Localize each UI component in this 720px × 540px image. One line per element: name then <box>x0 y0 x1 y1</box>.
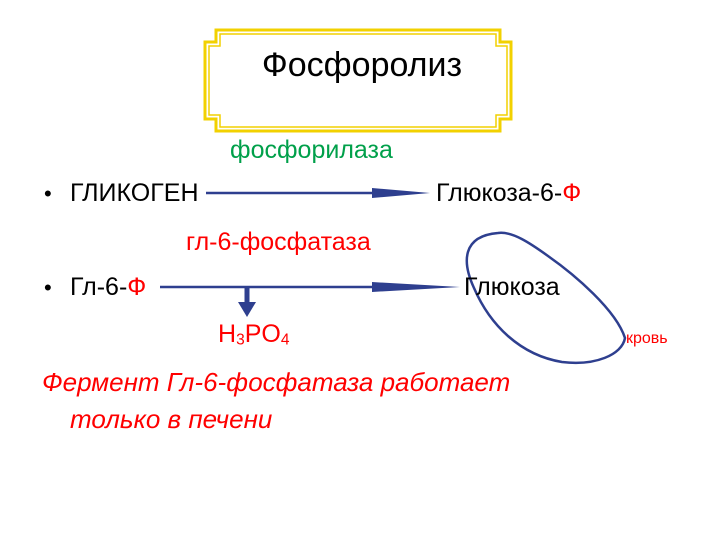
reaction2-product: Глюкоза <box>464 273 560 301</box>
reaction1-arrow-head <box>372 188 430 198</box>
enzyme-g6pase: гл-6-фосфатаза <box>186 228 371 256</box>
title-frame-inner <box>208 33 508 128</box>
enzyme-phosphorylase: фосфорилаза <box>230 136 393 164</box>
byproduct-phosphoric-acid: H3PO4 <box>218 320 290 349</box>
note-line2: только в печени <box>70 404 273 434</box>
page-title: Фосфоролиз <box>261 46 463 84</box>
reaction1-bullet: • <box>44 181 52 206</box>
reaction1-product-phosphate: Ф <box>562 179 582 207</box>
reaction1-substrate: ГЛИКОГЕН <box>70 179 199 207</box>
reaction2-arrow-head <box>372 282 460 292</box>
reaction2-bullet: • <box>44 275 52 300</box>
blood-label: кровь <box>626 330 668 347</box>
title-frame-outer <box>203 28 513 133</box>
reaction2-substrate-phosphate: Ф <box>127 273 147 301</box>
reaction2-substrate: Гл-6-Ф <box>70 273 146 302</box>
blood-loop <box>465 231 627 365</box>
note-line1: Фермент Гл-6-фосфатаза работает <box>42 367 511 397</box>
reaction2-substrate-name: Гл-6- <box>70 273 128 301</box>
reaction1-product: Глюкоза-6-Ф <box>436 179 581 208</box>
byproduct-arrow-head <box>238 302 256 317</box>
reaction1-product-name: Глюкоза-6- <box>436 179 563 207</box>
